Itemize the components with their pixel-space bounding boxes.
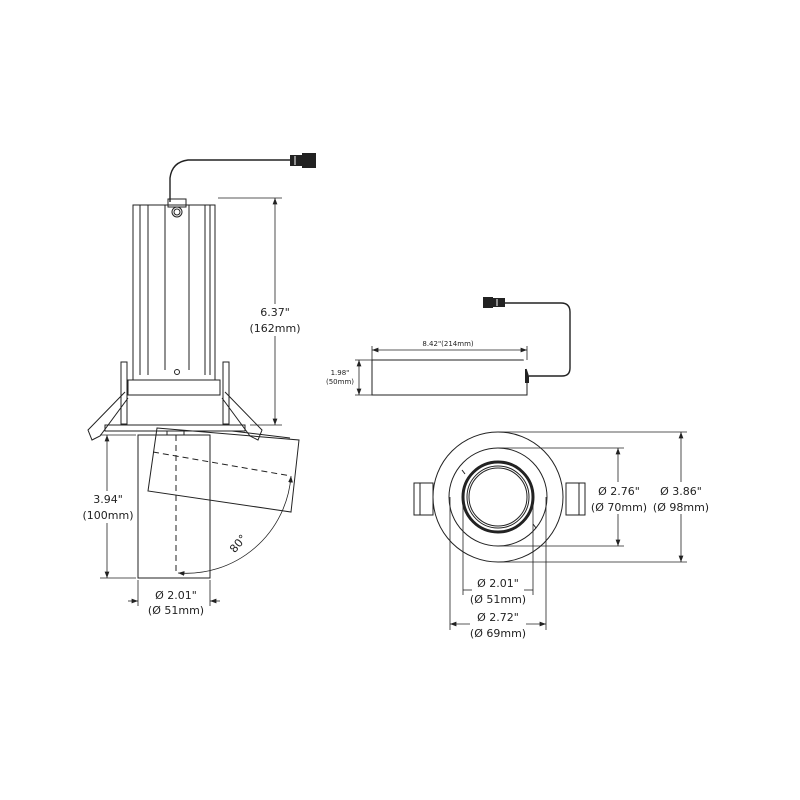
- height-mm-label: (162mm): [249, 322, 300, 335]
- cable-connector: [290, 153, 316, 168]
- diameter-mm-label: (Ø 51mm): [148, 604, 204, 617]
- driver-view: 8.42"(214mm) 1.98" (50mm): [326, 297, 571, 396]
- left-clip: [413, 482, 434, 516]
- driver-length-label: 8.42"(214mm): [422, 340, 474, 348]
- lamp-can: [137, 434, 211, 579]
- trim-mm-label: (Ø 69mm): [470, 627, 526, 640]
- spring-clips: [87, 361, 263, 441]
- trim-height-mm-label: (100mm): [82, 509, 133, 522]
- outer-mm-label: (Ø 98mm): [653, 501, 709, 514]
- cutout-mm-label: (Ø 70mm): [591, 501, 647, 514]
- power-cable: [169, 159, 290, 202]
- outer-inch-label: Ø 3.86": [660, 485, 702, 498]
- tilted-lamp: [147, 427, 300, 513]
- cutout-inch-label: Ø 2.76": [598, 485, 640, 498]
- trim-height-inch-label: 3.94": [93, 493, 123, 506]
- heatsink-housing: [127, 198, 221, 396]
- outer-trim: [432, 431, 564, 563]
- tilt-angle-label: 80°: [227, 532, 249, 555]
- driver-cable: [505, 302, 571, 377]
- driver-height-inch-label: 1.98": [331, 369, 350, 377]
- height-inch-label: 6.37": [260, 306, 290, 319]
- aperture-mm-label: (Ø 51mm): [470, 593, 526, 606]
- right-clip: [565, 482, 586, 516]
- tilt-arc: [177, 475, 293, 576]
- aperture-inch-label: Ø 2.01": [477, 577, 519, 590]
- driver-height-mm-label: (50mm): [326, 378, 354, 386]
- diameter-inch-label: Ø 2.01": [155, 589, 197, 602]
- front-view: Ø 2.76" (Ø 70mm) Ø 3.86" (Ø 98mm) Ø 2.01…: [413, 431, 713, 640]
- driver-box: [371, 359, 528, 396]
- trim-flange: [104, 424, 246, 432]
- driver-connector: [483, 297, 505, 308]
- lens-ring: [461, 460, 535, 534]
- trim-inch-label: Ø 2.72": [477, 611, 519, 624]
- side-view: 80° 6.37" (162mm) 3.94" (100mm) Ø 2.01" …: [80, 153, 316, 617]
